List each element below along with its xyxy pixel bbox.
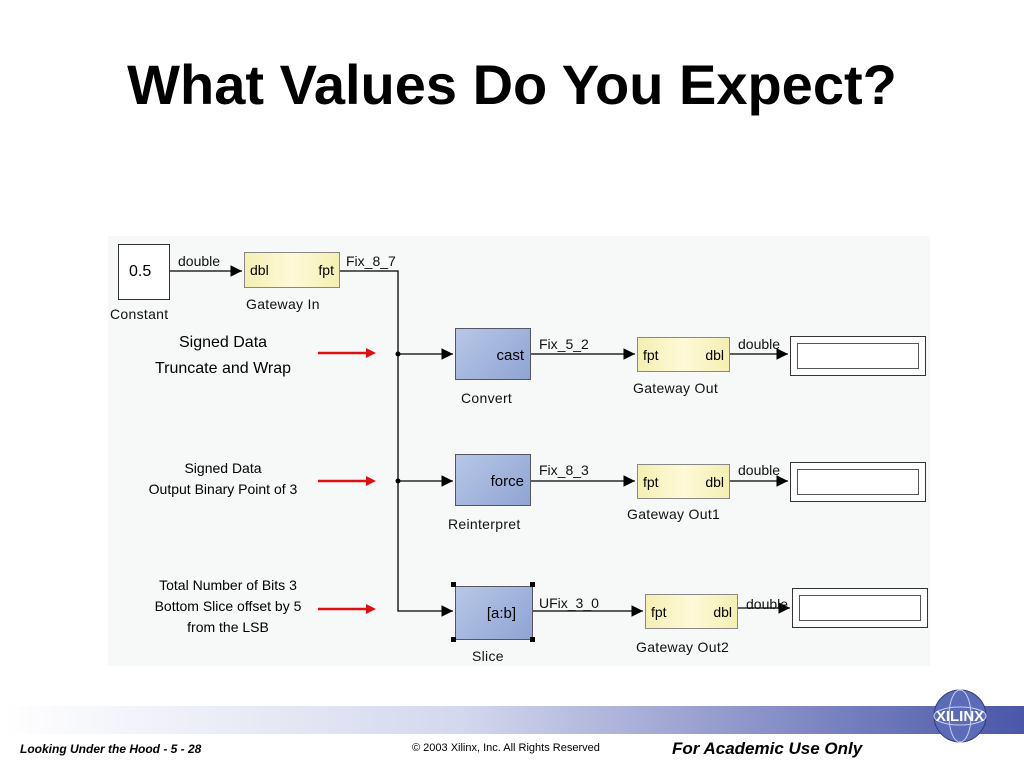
signal-gw-in-out: Fix_8_7 [346,253,396,269]
gateway-out2-port-in: fpt [651,604,667,620]
signal-out1: double [738,336,781,352]
annotation-reinterpret-line1: Signed Data [184,460,262,476]
footer-copyright: © 2003 Xilinx, Inc. All Rights Reserved [412,742,600,754]
gateway-out2-block[interactable]: fpt dbl [645,594,738,629]
footer-academic: For Academic Use Only [672,739,863,758]
xilinx-logo-text: XILINX [936,708,984,725]
gateway-out-block[interactable]: fpt dbl [637,337,730,372]
signal-slice-out: UFix_3_0 [539,595,599,611]
gateway-out2-port-out: dbl [713,604,732,620]
reinterpret-block[interactable]: force [455,454,531,506]
display-block-2[interactable] [790,462,926,502]
signal-const-out: double [178,253,221,269]
annotation-convert-line2: Truncate and Wrap [154,360,292,377]
footer-bar [0,706,1024,734]
constant-block[interactable]: 0.5 [118,244,170,300]
convert-block-text: cast [496,347,524,364]
slice-block-text: [a:b] [486,605,516,622]
gateway-out1-block[interactable]: fpt dbl [637,464,730,499]
constant-value: 0.5 [129,263,152,280]
reinterpret-label: Reinterpret [448,516,521,532]
simulink-diagram: 0.5 Constant double dbl fpt Gateway In F… [108,236,930,666]
signal-out2: double [738,462,781,478]
annotation-reinterpret-line2: Output Binary Point of 3 [148,481,298,497]
gateway-out1-port-out: dbl [705,474,724,490]
convert-label: Convert [461,390,513,406]
gateway-out-port-in: fpt [643,347,659,363]
slice-handle-tr[interactable] [530,582,535,587]
gateway-in-port-out: fpt [318,262,334,278]
gateway-out-port-out: dbl [705,347,724,363]
signal-reinterpret-out: Fix_8_3 [539,462,589,478]
annotation-slice-line3: from the LSB [187,619,269,635]
annotation-slice-line2: Bottom Slice offset by 5 [154,598,302,614]
slice-handle-tl[interactable] [451,582,456,587]
slide-title: What Values Do You Expect? [127,53,897,116]
gateway-out-label: Gateway Out [633,380,719,396]
slice-handle-bl[interactable] [451,637,456,642]
gateway-in-block[interactable]: dbl fpt [244,252,340,288]
gateway-out2-label: Gateway Out2 [636,639,730,655]
reinterpret-block-text: force [490,473,524,490]
annotation-reinterpret: Signed Data Output Binary Point of 3 [108,458,338,500]
gateway-in-label: Gateway In [246,296,320,312]
slice-handle-br[interactable] [530,637,535,642]
annotation-slice-line1: Total Number of Bits 3 [159,577,297,593]
gateway-out1-label: Gateway Out1 [627,506,721,522]
slice-block[interactable]: [a:b] [455,586,533,640]
annotation-convert-line1: Signed Data [178,334,268,351]
constant-label: Constant [110,306,169,322]
diagram-wires [170,265,790,617]
signal-convert-out: Fix_5_2 [539,336,589,352]
signal-out3: double [746,596,789,612]
annotation-convert: Signed Data Truncate and Wrap [118,330,328,382]
footer-left: Looking Under the Hood - 5 - 28 [20,742,202,756]
display-block-1[interactable] [790,336,926,376]
gateway-out1-port-in: fpt [643,474,659,490]
convert-block[interactable]: cast [455,328,531,380]
annotation-slice: Total Number of Bits 3 Bottom Slice offs… [108,575,348,638]
display-block-3[interactable] [792,588,928,628]
slice-label: Slice [472,648,504,664]
xilinx-logo-icon: XILINX [933,689,987,743]
gateway-in-port-in: dbl [250,262,269,278]
